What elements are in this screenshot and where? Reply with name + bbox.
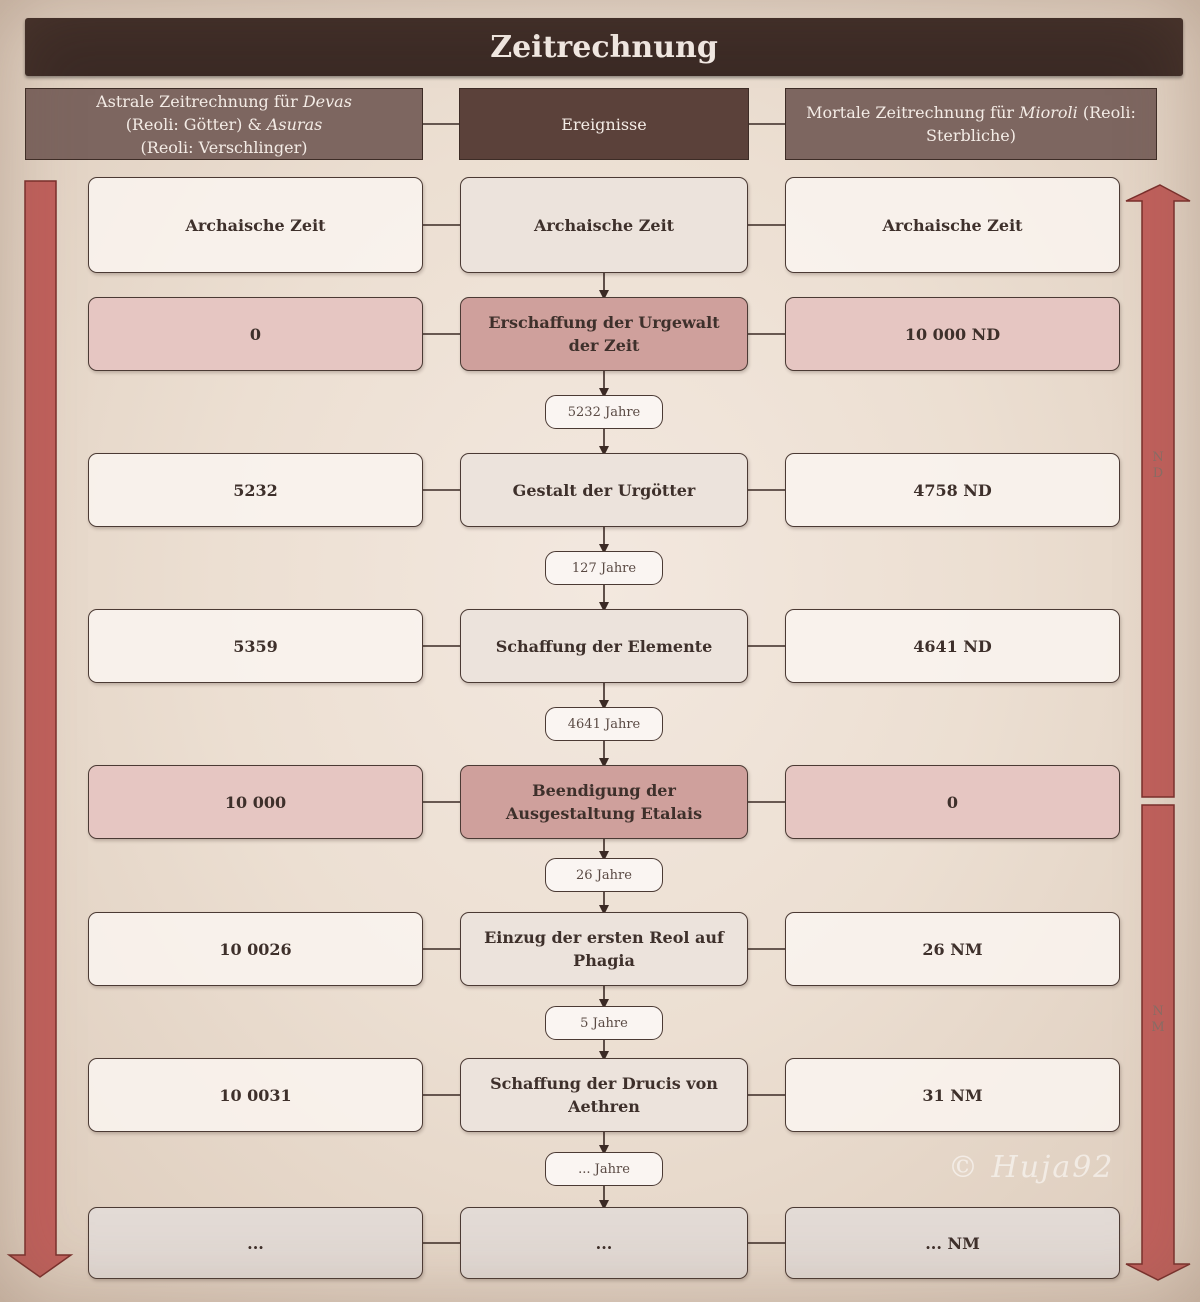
- header-astral-devas: Devas: [302, 91, 352, 111]
- row-6-mortal-box: 31 NM: [785, 1058, 1120, 1132]
- nd-era-arrow-icon: [1125, 184, 1191, 798]
- nd-era-letter-2: D: [1152, 466, 1164, 481]
- interval-pill-1: 127 Jahre: [545, 551, 663, 585]
- row-4-mortal-box: 0: [785, 765, 1120, 839]
- nm-era-letter-2: M: [1151, 1020, 1165, 1035]
- page-title-text: Zeitrechnung: [490, 29, 718, 65]
- row-5-mortal-box: 26 NM: [785, 912, 1120, 986]
- interval-pill-4: 5 Jahre: [545, 1006, 663, 1040]
- row-7-event-box: ...: [460, 1207, 748, 1279]
- header-astral-text: Astrale Zeitrechnung für Devas (Reoli: G…: [96, 90, 352, 159]
- row-0-mortal-box: Archaische Zeit: [785, 177, 1120, 273]
- row-4-event-box: Beendigung der Ausgestaltung Etalais: [460, 765, 748, 839]
- row-2-event-box: Gestalt der Urgötter: [460, 453, 748, 527]
- row-2-mortal-box: 4758 ND: [785, 453, 1120, 527]
- row-2-astral-box: 5232: [88, 453, 423, 527]
- row-1-astral-box: 0: [88, 297, 423, 371]
- header-events-text: Ereignisse: [561, 114, 647, 134]
- row-0-astral-box: Archaische Zeit: [88, 177, 423, 273]
- row-1-mortal-box: 10 000 ND: [785, 297, 1120, 371]
- row-7-mortal-box: ... NM: [785, 1207, 1120, 1279]
- nm-era-letter-1: N: [1152, 1004, 1164, 1019]
- interval-pill-2: 4641 Jahre: [545, 707, 663, 741]
- interval-pill-3: 26 Jahre: [545, 858, 663, 892]
- header-mortal-line2: Sterbliche): [926, 126, 1016, 145]
- row-5-astral-box: 10 0026: [88, 912, 423, 986]
- header-mortal-line1: Mortale Zeitrechnung für: [806, 103, 1020, 122]
- header-astral-asuras: Asuras: [266, 114, 323, 134]
- header-mortal-text: Mortale Zeitrechnung für Mioroli (Reoli:…: [806, 101, 1136, 147]
- row-3-mortal-box: 4641 ND: [785, 609, 1120, 683]
- header-mortal-suffix: (Reoli:: [1077, 103, 1136, 122]
- row-3-event-box: Schaffung der Elemente: [460, 609, 748, 683]
- nd-era-label: N D: [1146, 450, 1170, 482]
- astral-time-arrow-icon: [6, 180, 74, 1278]
- page-title: Zeitrechnung: [25, 18, 1183, 76]
- row-5-event-box: Einzug der ersten Reol auf Phagia: [460, 912, 748, 986]
- nm-era-arrow-icon: [1125, 804, 1191, 1281]
- header-astral: Astrale Zeitrechnung für Devas (Reoli: G…: [25, 88, 423, 160]
- header-mortal-mioroli: Mioroli: [1019, 103, 1078, 122]
- row-7-astral-box: ...: [88, 1207, 423, 1279]
- interval-pill-5: ... Jahre: [545, 1152, 663, 1186]
- row-6-event-box: Schaffung der Drucis von Aethren: [460, 1058, 748, 1132]
- header-astral-line2: (Reoli: Götter) &: [125, 114, 267, 134]
- row-6-astral-box: 10 0031: [88, 1058, 423, 1132]
- row-0-event-box: Archaische Zeit: [460, 177, 748, 273]
- watermark: © Huja92: [948, 1150, 1115, 1185]
- header-mortal: Mortale Zeitrechnung für Mioroli (Reoli:…: [785, 88, 1157, 160]
- header-astral-line3: (Reoli: Verschlinger): [140, 137, 308, 157]
- header-events: Ereignisse: [459, 88, 749, 160]
- row-4-astral-box: 10 000: [88, 765, 423, 839]
- nm-era-label: N M: [1146, 1004, 1170, 1036]
- header-astral-line1: Astrale Zeitrechnung für: [96, 91, 303, 111]
- nd-era-letter-1: N: [1152, 450, 1164, 465]
- row-1-event-box: Erschaffung der Urgewalt der Zeit: [460, 297, 748, 371]
- interval-pill-0: 5232 Jahre: [545, 395, 663, 429]
- row-3-astral-box: 5359: [88, 609, 423, 683]
